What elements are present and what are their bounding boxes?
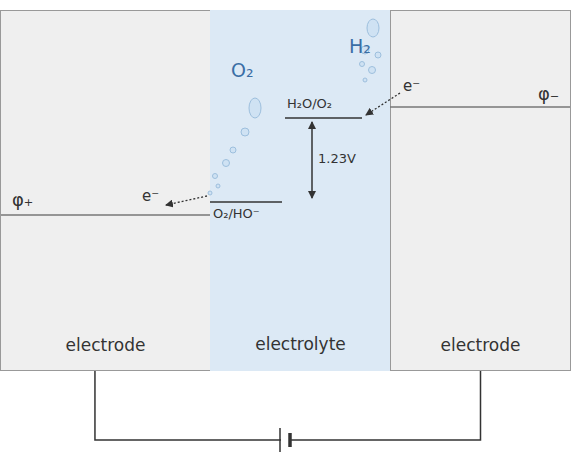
region-label: electrode [391,335,570,355]
circuit-wire [95,371,481,440]
fermi-level [1,214,210,216]
battery-gap [281,432,289,448]
potential-label: φ₋ [538,84,559,104]
voltage-arrow [311,122,313,198]
battery-symbol [279,428,281,452]
electron-arrow [366,93,400,115]
redox-couple: H₂O/O₂ [287,97,332,111]
potential-label: φ₊ [12,190,33,210]
gas-label: O₂ [231,60,254,81]
region-label: electrolyte [210,334,391,354]
electron-label: e⁻ [403,78,420,95]
voltage-label: 1.23V [318,152,356,166]
electron-arrow [166,196,207,205]
region-label: electrode [1,335,210,355]
bubbles [208,19,381,195]
redox-level [285,117,362,119]
gas-label: H₂ [349,36,371,57]
battery-symbol [288,433,292,447]
redox-couple: O₂/HO⁻ [213,207,260,221]
electrode-box: electrode [390,10,571,371]
electron-label: e⁻ [142,188,159,205]
fermi-level [390,106,570,108]
redox-level [210,201,282,203]
